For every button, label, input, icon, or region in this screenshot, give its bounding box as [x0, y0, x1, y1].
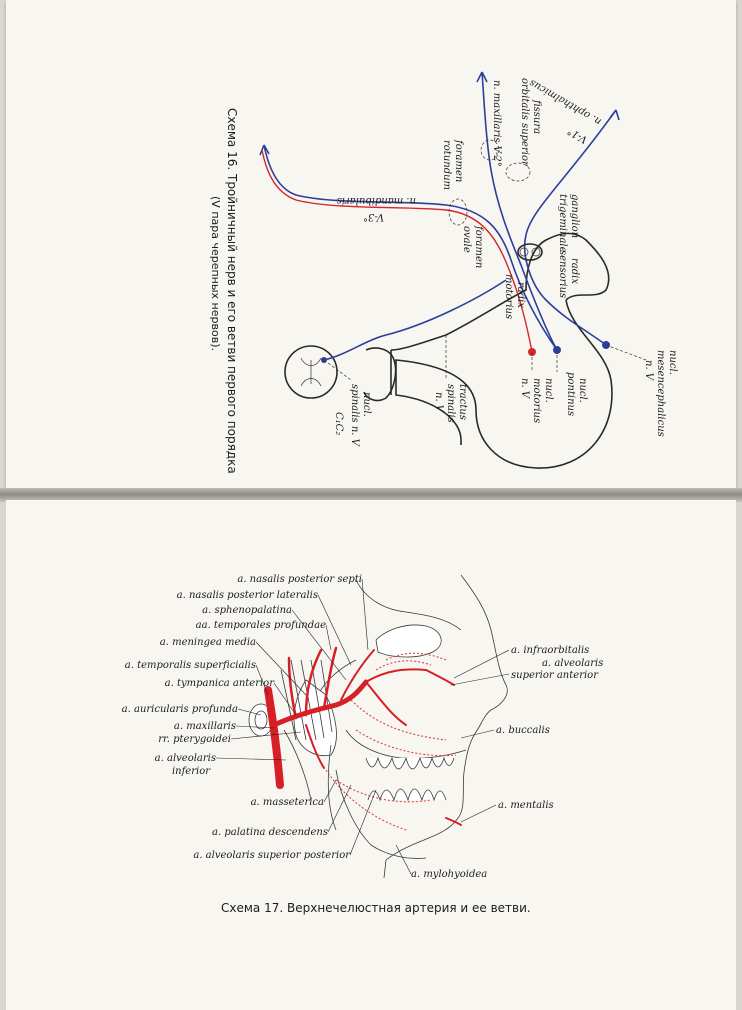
label-v1: V-1°	[566, 125, 590, 145]
label-nucl-mesencephalicus-1: nucl.	[667, 350, 678, 375]
label-nucl-mesencephalicus-3: n. V	[643, 360, 654, 382]
book-gutter	[0, 488, 742, 502]
label-a-auricularis-profunda: a. auricularis profunda	[122, 704, 238, 715]
label-a-palatina-descendens: a. palatina descendens	[212, 827, 328, 838]
label-a-alveolaris-superior-anterior-2: superior anterior	[511, 670, 599, 681]
brainstem-outline	[390, 232, 613, 469]
label-a-mylohyoidea: a. mylohyoidea	[411, 869, 487, 880]
label-nucl-motorius-3: n. V	[519, 378, 530, 400]
external-carotid-artery	[264, 686, 284, 789]
scheme16-labels: n. ophthalmicus V-1° fissura orbitalis s…	[333, 77, 678, 448]
page-scheme-16: n. ophthalmicus V-1° fissura orbitalis s…	[6, 0, 736, 492]
caption-scheme-17: Схема 17. Верхнечелюстная артерия и ее в…	[221, 901, 531, 915]
label-nucl-motorius-2: motorius	[531, 378, 542, 423]
label-ganglion-1: ganglion	[569, 194, 580, 238]
label-a-nasalis-posterior-lateralis: a. nasalis posterior lateralis	[177, 590, 318, 601]
label-foramen-rotundum-2: rotundum	[441, 140, 452, 190]
label-v3: V-3°	[363, 211, 384, 222]
label-a-masseterica: a. masseterica	[251, 797, 324, 808]
label-orbitalis-superior: orbitalis superior	[519, 78, 530, 167]
maxillary-artery-tree	[264, 646, 462, 831]
caption-scheme-16-line1: Схема 16. Тройничный нерв и его ветви пе…	[225, 108, 239, 474]
label-a-buccalis: a. buccalis	[496, 725, 550, 736]
label-nucl-pontinus-2: pontinus	[565, 372, 576, 416]
label-foramen-ovale-1: foramen	[473, 225, 484, 268]
trigeminal-nerve-diagram: n. ophthalmicus V-1° fissura orbitalis s…	[209, 71, 678, 474]
foramen-ovale-ring	[448, 198, 468, 226]
n-maxillaris-path	[481, 71, 558, 351]
label-nucl-pontinus-1: nucl.	[577, 378, 588, 403]
motor-root-path	[261, 149, 533, 353]
n-ophthalmicus-path	[523, 109, 617, 346]
label-a-nasalis-posterior-septi: a. nasalis posterior septi	[237, 574, 362, 585]
label-a-infraorbitalis: a. infraorbitalis	[511, 645, 589, 656]
label-a-alveolaris-inferior-2: inferior	[172, 766, 211, 777]
foramen-rotundum-ring	[480, 139, 500, 161]
label-a-meningea-media: a. meningea media	[160, 637, 256, 648]
label-a-tympanica-anterior: a. tympanica anterior	[165, 678, 276, 689]
label-c1c2: C₁C₂	[333, 412, 344, 435]
label-nucl-motorius-1: nucl.	[543, 378, 554, 403]
label-a-maxillaris: a. maxillaris	[174, 721, 236, 732]
label-foramen-rotundum-1: foramen	[453, 139, 464, 182]
label-tractus-spinalis-2: spinalis	[445, 384, 456, 423]
label-nucl-spinalis-2: spinalis n. V	[349, 384, 360, 448]
label-a-alveolaris-superior-posterior: a. alveolaris superior posterior	[193, 850, 351, 861]
label-foramen-ovale-2: ovale	[461, 226, 472, 253]
label-radix-sensorius-2: sensorius	[557, 250, 568, 298]
label-nucl-mesencephalicus-2: mesencephalicus	[655, 350, 666, 437]
label-a-alveolaris-superior-anterior-1: a. alveolaris	[542, 658, 603, 669]
label-a-alveolaris-inferior-1: a. alveolaris	[155, 753, 216, 764]
page-scheme-17: a. nasalis posterior septi a. nasalis po…	[6, 500, 736, 1010]
label-radix-motorius-1: radix	[515, 282, 526, 308]
label-aa-temporales-profundae: aa. temporales profundae	[196, 620, 326, 631]
label-a-sphenopalatina: a. sphenopalatina	[202, 605, 292, 616]
label-radix-sensorius-1: radix	[569, 258, 580, 284]
maxillary-artery-trunk	[271, 679, 369, 728]
label-ganglion-2: trigeminale	[557, 194, 568, 253]
ganglion-trigeminale	[517, 243, 543, 261]
label-tractus-spinalis-3: n. V	[433, 392, 444, 414]
spinal-cord-section	[284, 345, 338, 399]
label-radix-motorius-2: motorius	[503, 274, 514, 319]
label-nucl-spinalis-1: nucl.	[361, 392, 372, 417]
label-n-mandibularis: n. mandibularis	[337, 195, 416, 206]
label-a-mentalis: a. mentalis	[498, 800, 554, 811]
label-n-maxillaris: n. maxillaris V-2°	[491, 80, 502, 167]
scheme17-labels: a. nasalis posterior septi a. nasalis po…	[122, 574, 604, 880]
maxillary-artery-diagram: a. nasalis posterior septi a. nasalis po…	[122, 574, 604, 915]
n-mandibularis-path	[263, 144, 558, 351]
label-tractus-spinalis-1: tractus	[457, 384, 468, 420]
label-rr-pterygoidei: rr. pterygoidei	[158, 734, 231, 745]
label-a-temporalis-superficialis: a. temporalis superficialis	[125, 660, 256, 671]
fissura-orbitalis-ring	[505, 162, 531, 182]
leader-lines	[215, 578, 510, 875]
label-fissura: fissura	[531, 99, 542, 134]
caption-scheme-16-line2: (V пара черепных нервов).	[209, 196, 222, 351]
